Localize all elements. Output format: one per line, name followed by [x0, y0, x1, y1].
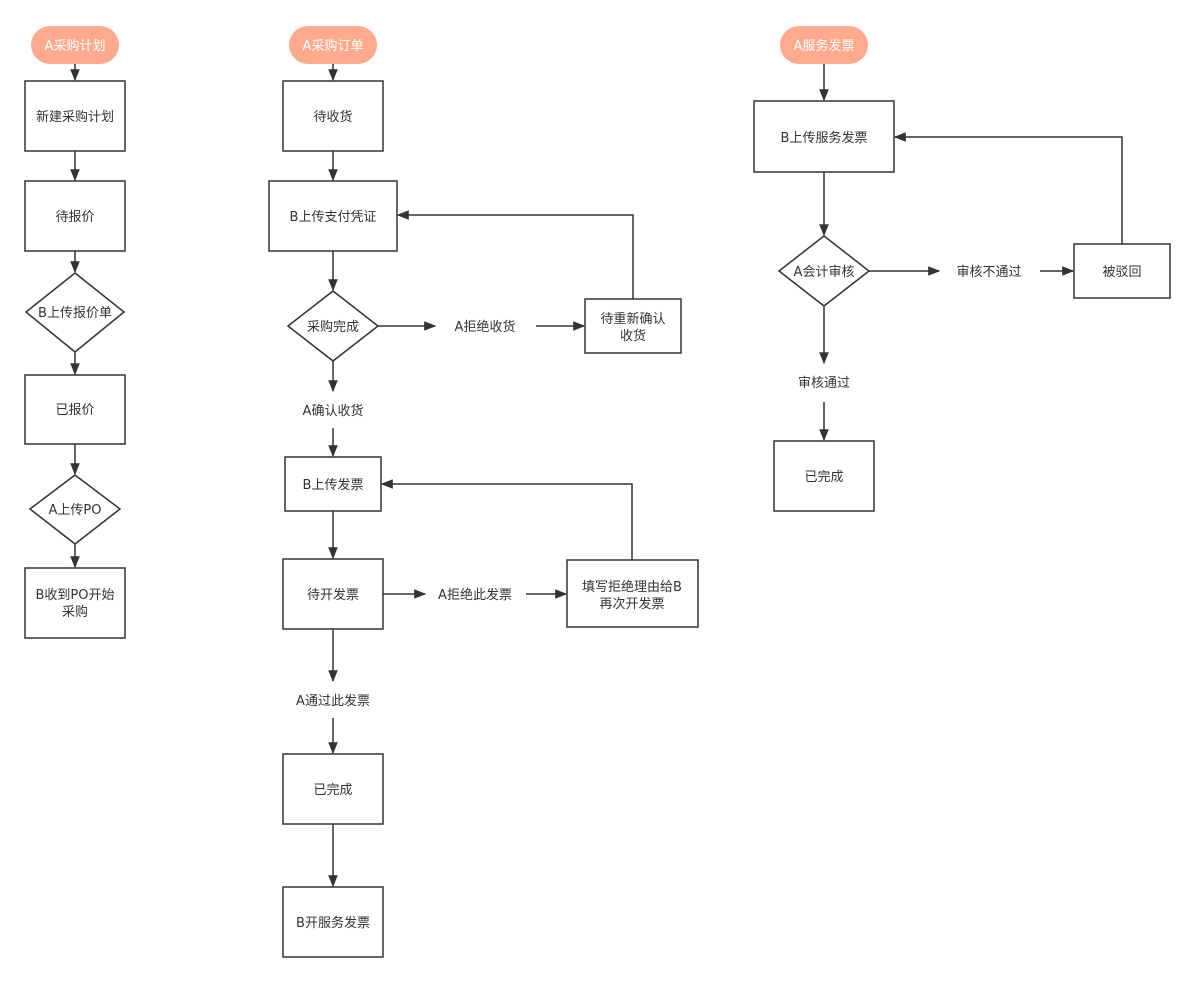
col3-b-upload-service-invoice-box: B上传服务发票 [753, 100, 895, 173]
col1-b-receive-po-label-line2: 采购 [62, 604, 88, 620]
col3-accounting-review-label: A会计审核 [794, 265, 855, 280]
col2-a-reject-receipt-label: A拒绝收货 [455, 319, 516, 335]
col3-review-passed-label: 审核通过 [798, 376, 850, 391]
col1-quoted-label: 已报价 [55, 403, 94, 418]
col2-fill-reason-label-line1: 填写拒绝理由给B [582, 579, 682, 595]
col1-b-receive-po-box: B收到PO开始 采购 [24, 567, 126, 639]
col2-purchase-done-diamond: 采购完成 [286, 290, 380, 362]
col2-start-node: A采购订单 [289, 26, 377, 64]
col2-b-upload-payment-box: B上传支付凭证 [268, 180, 398, 252]
col2-pending-invoice-box: 待开发票 [282, 558, 384, 630]
col2-a-confirm-receipt-label: A确认收货 [303, 403, 364, 419]
col1-b-upload-quote-diamond: B上传报价单 [24, 272, 126, 353]
col2-pending-receipt-label: 待收货 [313, 109, 352, 125]
col2-reconfirm-label-line1: 待重新确认 [600, 311, 665, 327]
col2-b-upload-invoice-label: B上传发票 [303, 477, 364, 493]
col1-new-plan-box: 新建采购计划 [24, 80, 126, 152]
col1-a-upload-po-diamond: A上传PO [28, 474, 122, 545]
col1-pending-quote-box: 待报价 [24, 180, 126, 252]
col2-completed-label: 已完成 [313, 783, 352, 798]
loop-arrow [380, 479, 633, 560]
col2-completed-box: 已完成 [282, 753, 384, 825]
col3-completed-label: 已完成 [804, 470, 843, 485]
col2-purchase-done-label: 采购完成 [307, 319, 359, 335]
col1-new-plan-label: 新建采购计划 [36, 109, 114, 125]
col2-pending-invoice-label: 待开发票 [307, 587, 359, 603]
loop-arrow [893, 132, 1123, 244]
col2-reconfirm-label-line2: 收货 [620, 328, 646, 344]
col1-a-upload-po-label: A上传PO [49, 503, 102, 518]
col1-b-receive-po-label-line1: B收到PO开始 [36, 588, 115, 603]
col3-accounting-review-diamond: A会计审核 [777, 235, 871, 307]
col3-start-label: A服务发票 [794, 38, 855, 54]
col2-a-pass-invoice-label: A通过此发票 [296, 693, 370, 709]
col2-a-reject-invoice-label: A拒绝此发票 [438, 587, 512, 603]
loop-arrow [396, 210, 634, 299]
col2-start-label: A采购订单 [303, 38, 364, 54]
col3-completed-box: 已完成 [773, 440, 875, 512]
col3-b-upload-service-invoice-label: B上传服务发票 [781, 130, 868, 146]
col2-pending-receipt-box: 待收货 [282, 80, 384, 152]
col1-start-label: A采购计划 [45, 38, 106, 54]
col3-rejected-label: 被驳回 [1102, 265, 1141, 280]
col2-b-upload-payment-label: B上传支付凭证 [290, 210, 377, 225]
col3-rejected-box: 被驳回 [1073, 243, 1171, 299]
col3-start-node: A服务发票 [780, 26, 868, 64]
col2-b-service-invoice-label: B开服务发票 [296, 915, 370, 931]
col1-start-node: A采购计划 [31, 26, 119, 64]
col2-fill-reason-box: 填写拒绝理由给B 再次开发票 [566, 559, 699, 628]
col1-quoted-box: 已报价 [24, 374, 126, 445]
col1-b-upload-quote-label: B上传报价单 [38, 306, 112, 321]
col3-review-failed-label: 审核不通过 [956, 265, 1021, 280]
col2-fill-reason-label-line2: 再次开发票 [599, 596, 664, 612]
col2-b-service-invoice-box: B开服务发票 [282, 886, 384, 958]
col2-reconfirm-box: 待重新确认 收货 [584, 298, 682, 354]
col1-pending-quote-label: 待报价 [55, 210, 94, 225]
col2-b-upload-invoice-box: B上传发票 [284, 456, 382, 512]
